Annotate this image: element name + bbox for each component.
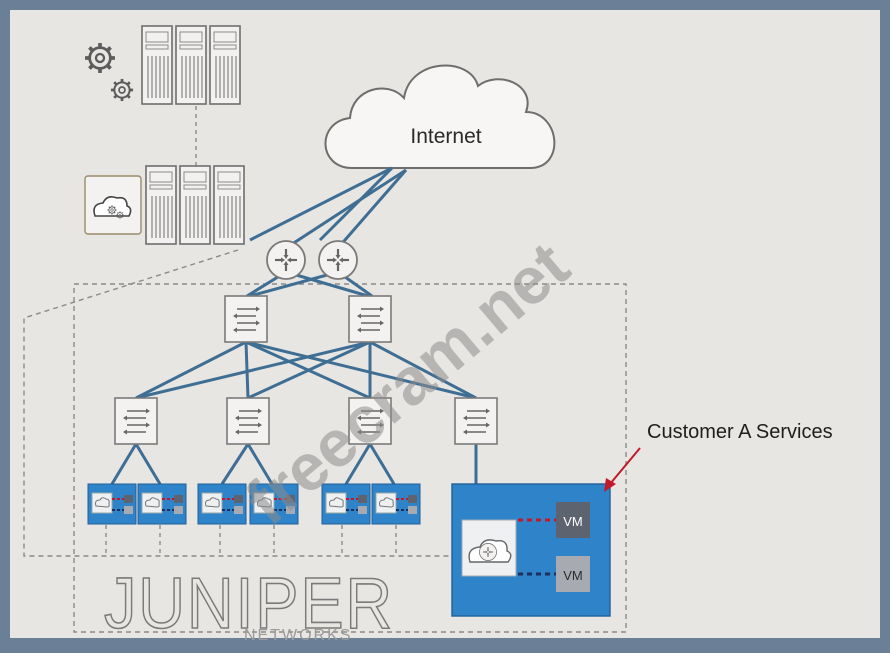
internet-label: Internet — [410, 125, 481, 148]
switch-icon — [224, 295, 268, 343]
customer-a-services-box: VM VM — [451, 483, 611, 617]
switch-icon — [348, 295, 392, 343]
host-icon — [87, 483, 137, 525]
vm-label: VM — [563, 568, 583, 583]
host-icon — [137, 483, 187, 525]
controller-server-rack — [145, 165, 245, 245]
router-icon — [317, 239, 359, 281]
network-links — [110, 166, 478, 485]
switch-icon — [226, 397, 270, 445]
callout-label: Customer A Services — [647, 421, 833, 443]
callout-arrow — [604, 447, 641, 492]
host-icon — [371, 483, 421, 525]
management-network-line — [23, 249, 452, 557]
switch-icon — [454, 397, 498, 445]
management-server-rack — [141, 25, 241, 105]
cloud-gear-icon — [84, 175, 142, 235]
vm-light — [556, 556, 590, 592]
juniper-wordmark: JUNIPER — [104, 564, 394, 644]
internet-cloud: Internet — [324, 64, 556, 169]
switch-icon — [114, 397, 158, 445]
juniper-networks-text: NETWORKS — [244, 627, 352, 644]
vm-label: VM — [563, 514, 583, 529]
vm-dark — [556, 502, 590, 538]
host-management-drops — [105, 525, 397, 556]
router-icon — [265, 239, 307, 281]
juniper-logo: JUNIPER NETWORKS — [103, 563, 394, 645]
